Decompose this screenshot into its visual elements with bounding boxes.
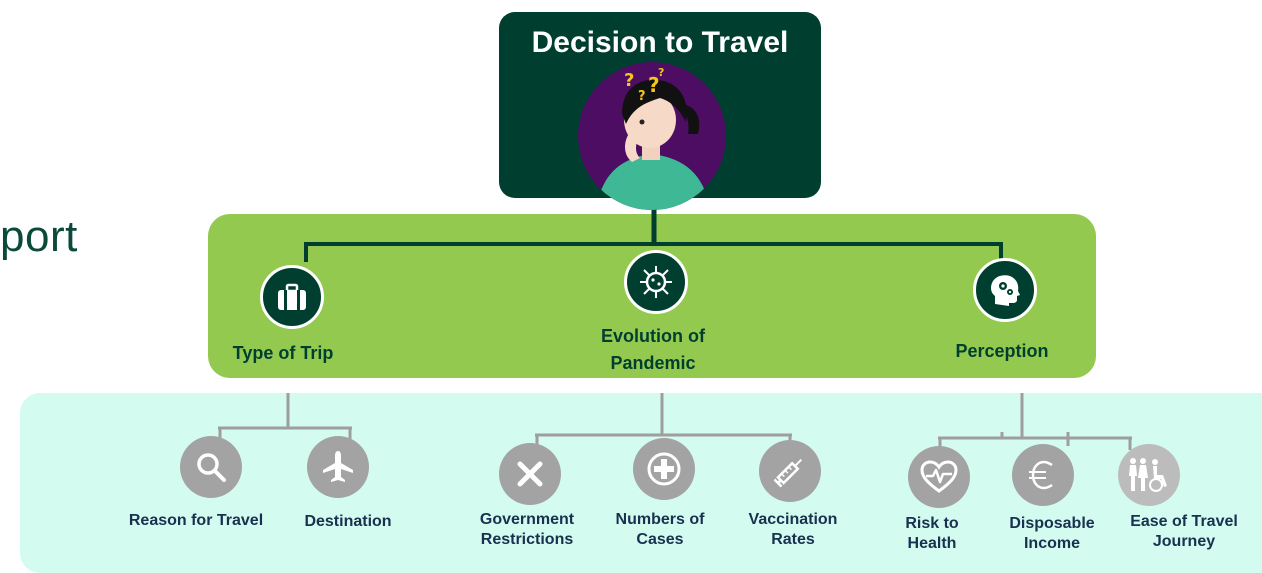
factor-label-reason-for-travel: Reason for Travel xyxy=(128,512,264,529)
head-gears-icon xyxy=(973,258,1037,322)
decision-title: Decision to Travel xyxy=(531,26,789,59)
category-label-evolution-of-pandemic: Evolution of Pandemic xyxy=(573,325,733,374)
factor-label-disposable-income: Disposable Income xyxy=(994,514,1110,554)
factor-label-line: Restrictions xyxy=(480,531,574,548)
heart-pulse-icon xyxy=(908,446,970,508)
plus-icon xyxy=(633,438,695,500)
euro-icon xyxy=(1012,444,1074,506)
magnifier-icon xyxy=(180,436,242,498)
category-label-perception: Perception xyxy=(955,341,1049,361)
factor-label-numbers-of-cases: Numbers of Cases xyxy=(600,510,720,550)
thinking-person-illustration: ? ? ? ? xyxy=(578,62,726,210)
factor-label-line: Risk to xyxy=(905,515,959,532)
factor-label-line: Income xyxy=(1023,535,1080,552)
factor-label-ease-of-travel-journey: Ease of Travel Journey xyxy=(1116,512,1252,552)
people-accessibility-icon xyxy=(1118,444,1180,506)
category-label-type-of-trip: Type of Trip xyxy=(232,343,334,363)
cross-icon xyxy=(499,443,561,505)
airplane-icon xyxy=(307,436,369,498)
svg-text:?: ? xyxy=(638,89,646,104)
syringe-icon xyxy=(759,440,821,502)
factor-label-destination: Destination xyxy=(304,513,392,530)
svg-text:?: ? xyxy=(658,66,664,79)
factor-label-line: Health xyxy=(907,535,957,552)
factor-label-government-restrictions: Government Restrictions xyxy=(466,510,588,550)
svg-text:?: ? xyxy=(624,70,634,91)
svg-text:?: ? xyxy=(648,73,660,97)
factor-label-line: Cases xyxy=(636,531,684,548)
factor-label-line: Vaccination xyxy=(748,511,838,528)
virus-icon xyxy=(624,250,688,314)
factor-label-vaccination-rates: Vaccination Rates xyxy=(734,510,852,550)
factor-label-line: Government xyxy=(479,511,575,528)
cropped-background-text: port xyxy=(0,212,78,261)
factor-label-risk-to-health: Risk to Health xyxy=(880,514,984,554)
factor-label-line: Journey xyxy=(1152,533,1216,550)
factor-label-line: Ease of Travel xyxy=(1130,513,1238,530)
factor-label-line: Rates xyxy=(771,531,815,548)
factor-label-line: Disposable xyxy=(1009,515,1095,532)
category-label-line: Evolution of xyxy=(601,326,705,346)
briefcase-icon xyxy=(260,265,324,329)
category-label-line: Pandemic xyxy=(610,352,696,373)
factor-label-line: Numbers of xyxy=(615,511,705,528)
